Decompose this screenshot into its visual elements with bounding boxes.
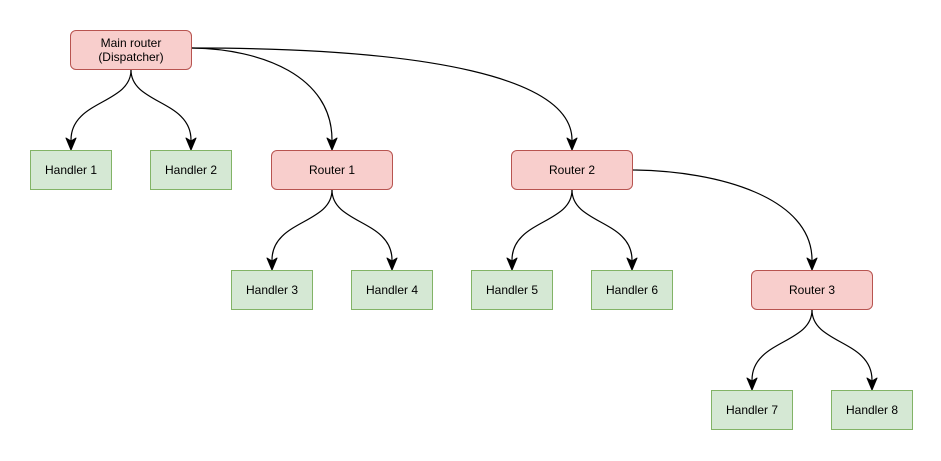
node-router-3-label: Router 3 — [788, 283, 836, 297]
edge-router2-to-handler-6-arrowhead-icon — [626, 257, 638, 271]
edge-router3-to-handler-7 — [746, 309, 813, 391]
edge-router2-to-handler-5 — [506, 189, 573, 271]
node-handler-4[interactable]: Handler 4 — [351, 270, 433, 310]
edge-router1-to-handler-4-path — [331, 189, 393, 261]
edge-router2-to-router-3-arrowhead-icon — [806, 257, 818, 271]
edge-router2-to-handler-6 — [571, 189, 638, 271]
edge-main-to-router-1-arrowhead-icon — [326, 137, 338, 151]
node-handler-2[interactable]: Handler 2 — [150, 150, 232, 190]
node-router-2[interactable]: Router 2 — [511, 150, 633, 190]
edge-router2-to-router-3 — [632, 169, 818, 271]
edge-main-to-handler-1-path — [70, 69, 132, 141]
edge-router3-to-handler-8 — [811, 309, 878, 391]
edge-main-to-router-2-path — [191, 47, 573, 141]
node-handler-8-label: Handler 8 — [845, 403, 899, 417]
node-router-3[interactable]: Router 3 — [751, 270, 873, 310]
edge-router3-to-handler-8-path — [811, 309, 873, 381]
node-handler-1[interactable]: Handler 1 — [30, 150, 112, 190]
node-router-1-label: Router 1 — [308, 163, 356, 177]
edge-main-to-handler-2-path — [130, 69, 192, 141]
node-handler-5-label: Handler 5 — [485, 283, 539, 297]
edge-router3-to-handler-7-path — [751, 309, 813, 381]
node-handler-6[interactable]: Handler 6 — [591, 270, 673, 310]
node-handler-6-label: Handler 6 — [605, 283, 659, 297]
edge-router2-to-handler-6-path — [571, 189, 633, 261]
edge-main-to-handler-2-arrowhead-icon — [185, 137, 197, 151]
edge-main-to-router-1 — [191, 47, 338, 151]
edge-main-to-handler-2 — [130, 69, 197, 151]
edge-router3-to-handler-7-arrowhead-icon — [746, 377, 758, 391]
edge-router1-to-handler-3-path — [271, 189, 333, 261]
edge-router1-to-handler-4 — [331, 189, 398, 271]
node-handler-7-label: Handler 7 — [725, 403, 779, 417]
node-handler-8[interactable]: Handler 8 — [831, 390, 913, 430]
node-router-2-label: Router 2 — [548, 163, 596, 177]
node-handler-3[interactable]: Handler 3 — [231, 270, 313, 310]
edge-router1-to-handler-4-arrowhead-icon — [386, 257, 398, 271]
node-handler-2-label: Handler 2 — [164, 163, 218, 177]
node-handler-3-label: Handler 3 — [245, 283, 299, 297]
edge-main-to-router-2-arrowhead-icon — [566, 137, 578, 151]
edge-main-to-router-2 — [191, 47, 578, 151]
edge-router3-to-handler-8-arrowhead-icon — [866, 377, 878, 391]
node-main-router[interactable]: Main router (Dispatcher) — [70, 30, 192, 70]
edge-main-to-handler-1 — [65, 69, 132, 151]
node-handler-1-label: Handler 1 — [44, 163, 98, 177]
node-main-router-label: Main router (Dispatcher) — [98, 36, 164, 64]
node-handler-5[interactable]: Handler 5 — [471, 270, 553, 310]
edge-main-to-router-1-path — [191, 47, 333, 141]
node-router-1[interactable]: Router 1 — [271, 150, 393, 190]
node-handler-7[interactable]: Handler 7 — [711, 390, 793, 430]
edge-main-to-handler-1-arrowhead-icon — [65, 137, 77, 151]
edge-router1-to-handler-3-arrowhead-icon — [266, 257, 278, 271]
edge-router1-to-handler-3 — [266, 189, 333, 271]
edge-router2-to-router-3-path — [632, 169, 813, 261]
node-handler-4-label: Handler 4 — [365, 283, 419, 297]
edge-router2-to-handler-5-path — [511, 189, 573, 261]
edge-router2-to-handler-5-arrowhead-icon — [506, 257, 518, 271]
